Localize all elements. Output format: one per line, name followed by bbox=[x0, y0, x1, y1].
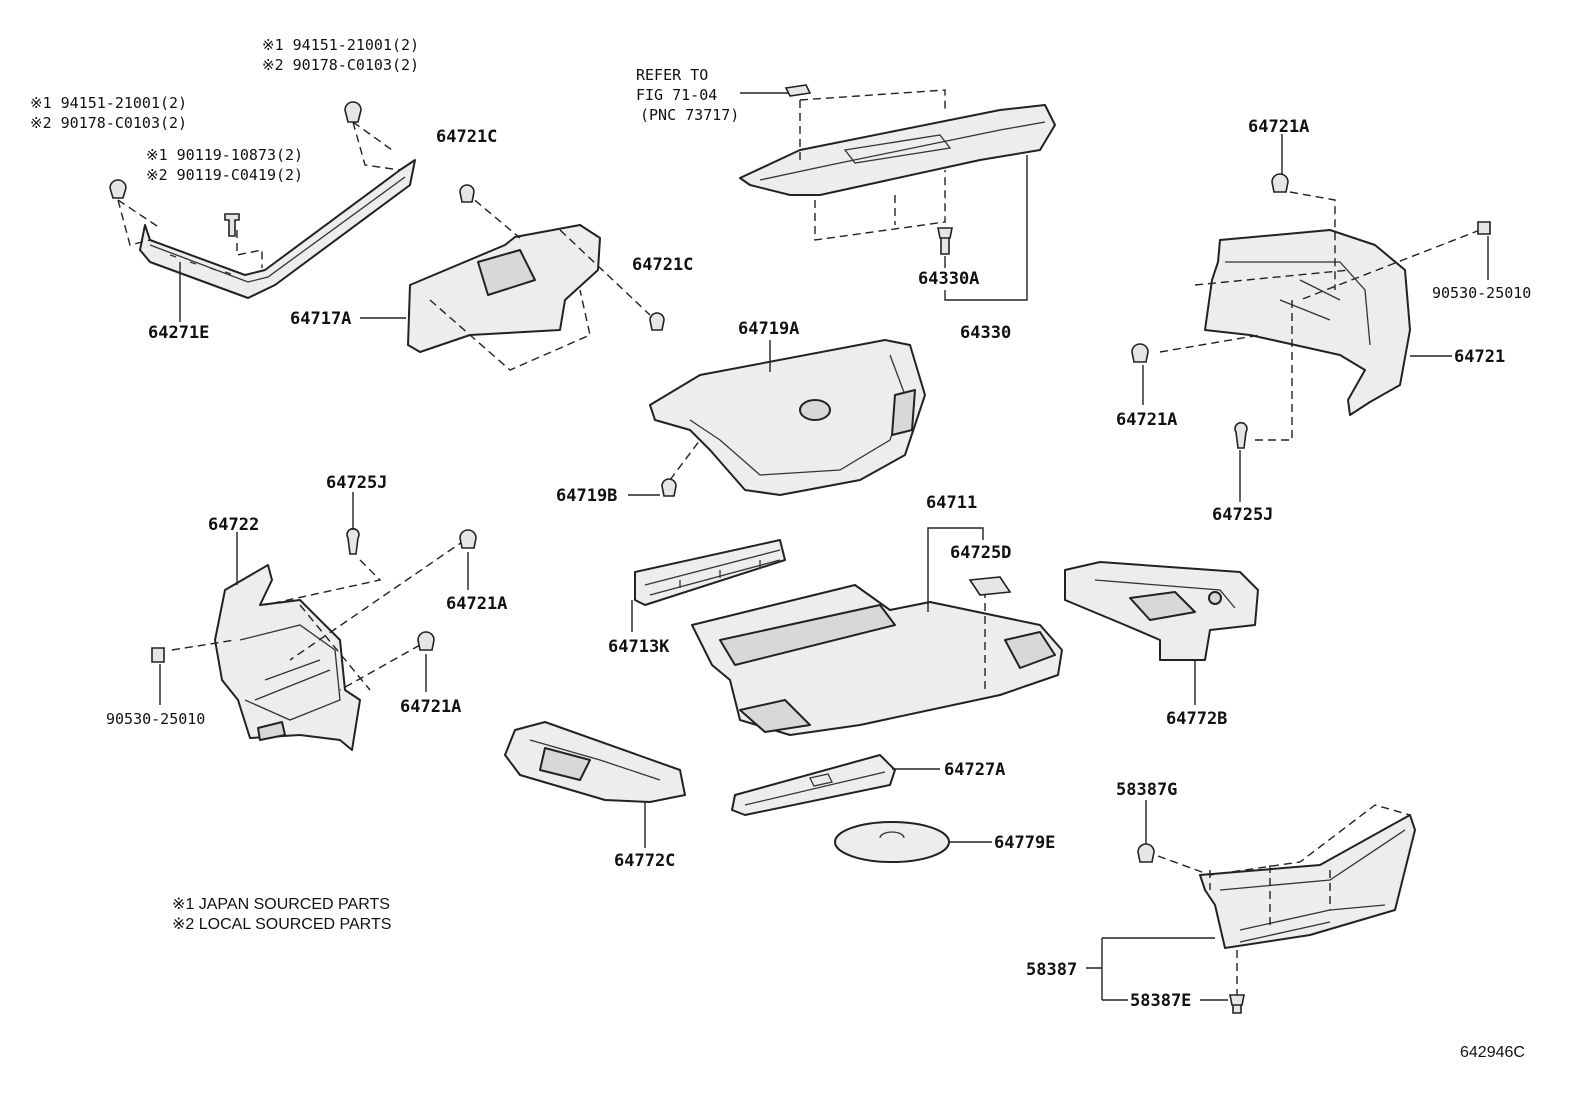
label-64721C-right: 64721C bbox=[632, 255, 693, 275]
note-bolt-1: ※1 90119-10873(2) bbox=[146, 146, 303, 164]
label-64727A: 64727A bbox=[944, 760, 1005, 780]
note-bolt-2: ※2 90119-C0419(2) bbox=[146, 166, 303, 184]
label-90530-right: 90530-25010 bbox=[1432, 284, 1531, 302]
bolt-icon bbox=[224, 213, 240, 237]
mat-64711 bbox=[691, 584, 1063, 736]
clip-58387G-icon bbox=[1137, 843, 1155, 863]
panel-64719A bbox=[649, 339, 926, 496]
note-refer-2: FIG 71-04 bbox=[636, 86, 717, 104]
label-64713K: 64713K bbox=[608, 637, 670, 657]
trim-64721 bbox=[1159, 191, 1481, 441]
note-refer-1: REFER TO bbox=[636, 66, 708, 84]
clip-64721C-right-icon bbox=[649, 312, 665, 331]
hook-64725D-icon bbox=[968, 576, 1012, 596]
label-90530-left: 90530-25010 bbox=[106, 710, 205, 728]
clip-top-icon bbox=[344, 101, 362, 123]
label-64719B: 64719B bbox=[556, 486, 617, 506]
label-58387G: 58387G bbox=[1116, 780, 1177, 800]
note-top-clip-2: ※2 90178-C0103(2) bbox=[262, 56, 419, 74]
label-64330A: 64330A bbox=[918, 269, 979, 289]
strip-64713K bbox=[634, 539, 786, 606]
label-58387E: 58387E bbox=[1130, 991, 1191, 1011]
brace-64271E bbox=[117, 121, 416, 299]
leader-58387 bbox=[1086, 937, 1215, 1001]
label-58387: 58387 bbox=[1026, 960, 1077, 980]
leader-64330 bbox=[944, 155, 1028, 301]
sill-58387 bbox=[1157, 804, 1416, 1000]
label-64725J-right: 64725J bbox=[1212, 505, 1273, 525]
label-64725D: 64725D bbox=[950, 543, 1011, 563]
label-64721A-tr-left: 64721A bbox=[1116, 410, 1177, 430]
panel-64717A bbox=[407, 191, 651, 371]
clip-64721A-left-2-icon bbox=[417, 631, 435, 651]
label-64721A-tr-top: 64721A bbox=[1248, 117, 1309, 137]
label-64271E: 64271E bbox=[148, 323, 209, 343]
label-64721: 64721 bbox=[1454, 347, 1505, 367]
clip-64721A-left-1-icon bbox=[459, 529, 477, 549]
trim-64722 bbox=[171, 539, 466, 751]
pad-64779E bbox=[834, 821, 950, 863]
leader-64711 bbox=[927, 527, 984, 612]
label-64711: 64711 bbox=[926, 493, 977, 513]
figure-number: 642946C bbox=[1460, 1044, 1525, 1061]
clip-64719B-icon bbox=[661, 478, 677, 497]
label-64779E: 64779E bbox=[994, 833, 1055, 853]
clip-64721C-top-icon bbox=[459, 184, 475, 203]
label-64772B: 64772B bbox=[1166, 709, 1227, 729]
legend-line-1: ※1 JAPAN SOURCED PARTS bbox=[172, 896, 390, 913]
note-left-clip-1: ※1 94151-21001(2) bbox=[30, 94, 187, 112]
label-64772C: 64772C bbox=[614, 851, 675, 871]
legend-line-2: ※2 LOCAL SOURCED PARTS bbox=[172, 916, 391, 933]
tray-64772B bbox=[1064, 561, 1259, 661]
tray-64772C bbox=[504, 721, 686, 803]
plate-64727A bbox=[731, 754, 896, 816]
label-64722: 64722 bbox=[208, 515, 259, 535]
note-top-clip-1: ※1 94151-21001(2) bbox=[262, 36, 419, 54]
label-64725J-left: 64725J bbox=[326, 473, 387, 493]
clip-58387E-icon bbox=[1229, 994, 1245, 1014]
clip-64721A-tr-top-icon bbox=[1271, 173, 1289, 193]
clip-64721A-tr-left-icon bbox=[1131, 343, 1149, 363]
clip-64725J-right-icon bbox=[1234, 421, 1248, 449]
nut-90530-left-icon bbox=[151, 647, 165, 663]
label-64721A-left-2: 64721A bbox=[400, 697, 461, 717]
clip-64330A-icon bbox=[937, 227, 953, 255]
label-64330: 64330 bbox=[960, 323, 1011, 343]
label-64721A-left-1: 64721A bbox=[446, 594, 507, 614]
label-64719A: 64719A bbox=[738, 319, 799, 339]
clip-left-icon bbox=[109, 179, 127, 199]
note-refer-3: (PNC 73717) bbox=[640, 106, 739, 124]
note-left-clip-2: ※2 90178-C0103(2) bbox=[30, 114, 187, 132]
label-64721C-top: 64721C bbox=[436, 127, 497, 147]
nut-90530-right-icon bbox=[1477, 221, 1491, 235]
bracket-refer-icon bbox=[784, 84, 812, 97]
label-64717A: 64717A bbox=[290, 309, 351, 329]
tray-64330 bbox=[739, 89, 1056, 241]
clip-64725J-left-icon bbox=[346, 527, 360, 555]
